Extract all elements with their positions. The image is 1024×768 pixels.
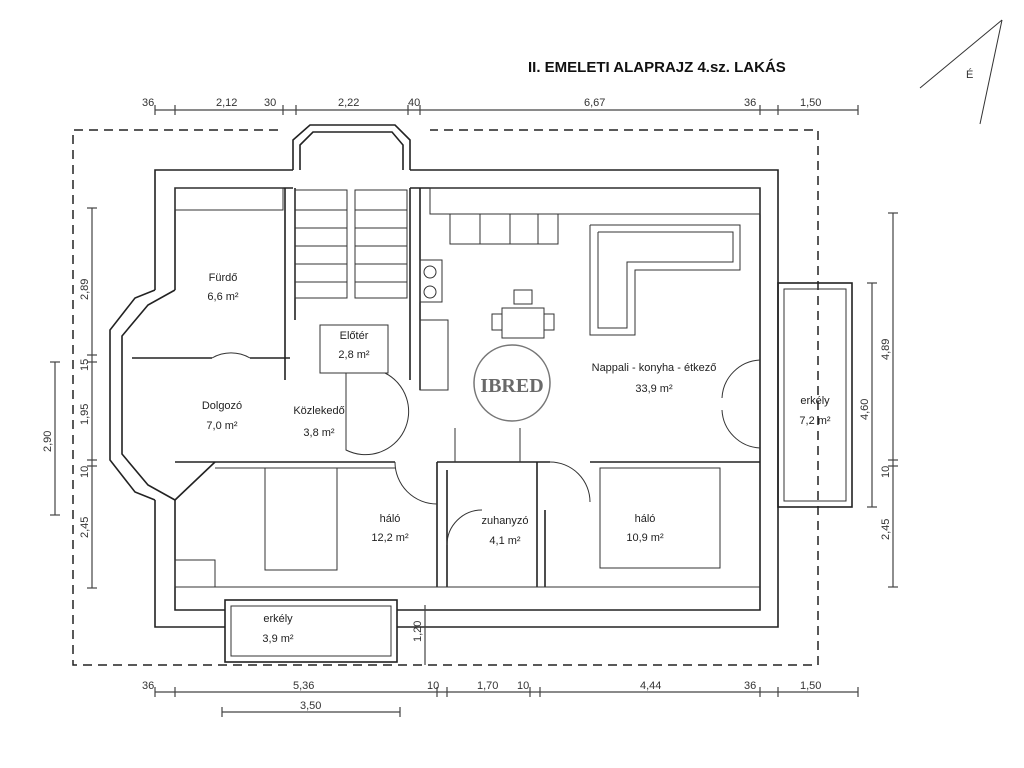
room-area: 12,2 m² — [371, 532, 409, 544]
dimension-label: 30 — [264, 97, 276, 109]
dimension-label: 6,67 — [584, 97, 605, 109]
room-area: 10,9 m² — [626, 532, 664, 544]
room-name: háló — [635, 513, 656, 525]
plan-title: II. EMELETI ALAPRAJZ 4.sz. LAKÁS — [528, 59, 786, 76]
room-area: 7,0 m² — [206, 420, 238, 432]
room-name: Előtér — [340, 330, 369, 342]
dimension-label: 1,95 — [79, 404, 91, 425]
room-area: 3,9 m² — [262, 633, 294, 645]
dimension-left: 2,89 15 1,95 10 2,45 2,90 — [42, 207, 97, 589]
dimension-label: 2,90 — [42, 431, 54, 452]
dimension-label: 2,45 — [79, 517, 91, 538]
dimension-label: 1,50 — [800, 97, 821, 109]
plot-outline — [72, 129, 819, 666]
dimension-label: 10 — [517, 680, 529, 692]
room-name: Nappali - konyha - étkező — [592, 362, 717, 374]
room-name: erkély — [263, 613, 293, 625]
dimension-label: 36 — [744, 97, 756, 109]
room-name: háló — [380, 513, 401, 525]
dimension-label: 10 — [880, 466, 892, 478]
dimension-label: 3,50 — [300, 700, 321, 712]
dimension-label: 4,44 — [640, 680, 661, 692]
interior-walls — [132, 188, 761, 588]
dimension-label: 10 — [427, 680, 439, 692]
north-arrow-icon: É — [919, 19, 1003, 125]
room-area: 7,2 m² — [799, 415, 831, 427]
north-label: É — [966, 68, 973, 81]
dimension-bottom: 36 5,36 10 1,70 10 4,44 36 1,50 3,50 — [142, 680, 859, 717]
room-name: Fürdő — [209, 272, 238, 284]
balcony-right — [777, 282, 853, 508]
dimension-right: 4,89 10 2,45 4,60 — [859, 212, 898, 588]
dimension-label: 4,89 — [880, 339, 892, 360]
dimension-label: 15 — [79, 359, 91, 371]
room-area: 2,8 m² — [338, 349, 370, 361]
dimension-label: 5,36 — [293, 680, 314, 692]
dimension-label: 2,22 — [338, 97, 359, 109]
watermark-logo: IBRED — [473, 344, 551, 422]
room-area: 6,6 m² — [207, 291, 239, 303]
balcony-bottom — [224, 599, 398, 663]
room-name: Dolgozó — [202, 400, 242, 412]
room-labels: Fürdő 6,6 m² Előtér 2,8 m² Dolgozó 7,0 m… — [202, 272, 831, 645]
dimension-label: 1,70 — [477, 680, 498, 692]
dimension-label: IBRED — [480, 375, 543, 397]
dimension-balcony-depth: 1,20 — [412, 605, 426, 665]
dimension-label: 2,89 — [79, 279, 91, 300]
room-area: 3,8 m² — [303, 427, 335, 439]
dimension-label: 1,50 — [800, 680, 821, 692]
room-area: 33,9 m² — [635, 383, 673, 395]
room-name: zuhanyzó — [481, 515, 528, 527]
room-name: erkély — [800, 395, 830, 407]
dimension-label: 10 — [79, 466, 91, 478]
dimension-label: 36 — [744, 680, 756, 692]
dimension-top: 36 2,12 30 2,22 40 6,67 36 1,50 — [142, 97, 859, 115]
outer-walls — [109, 124, 779, 628]
dimension-label: 36 — [142, 97, 154, 109]
room-name: Közlekedő — [293, 405, 344, 417]
dimension-label: 1,20 — [412, 621, 424, 642]
dimension-label: 2,45 — [880, 519, 892, 540]
dimension-label: 36 — [142, 680, 154, 692]
dimension-label: 4,60 — [859, 399, 871, 420]
room-area: 4,1 m² — [489, 535, 521, 547]
dimension-label: 40 — [408, 97, 420, 109]
dimension-label: 2,12 — [216, 97, 237, 109]
